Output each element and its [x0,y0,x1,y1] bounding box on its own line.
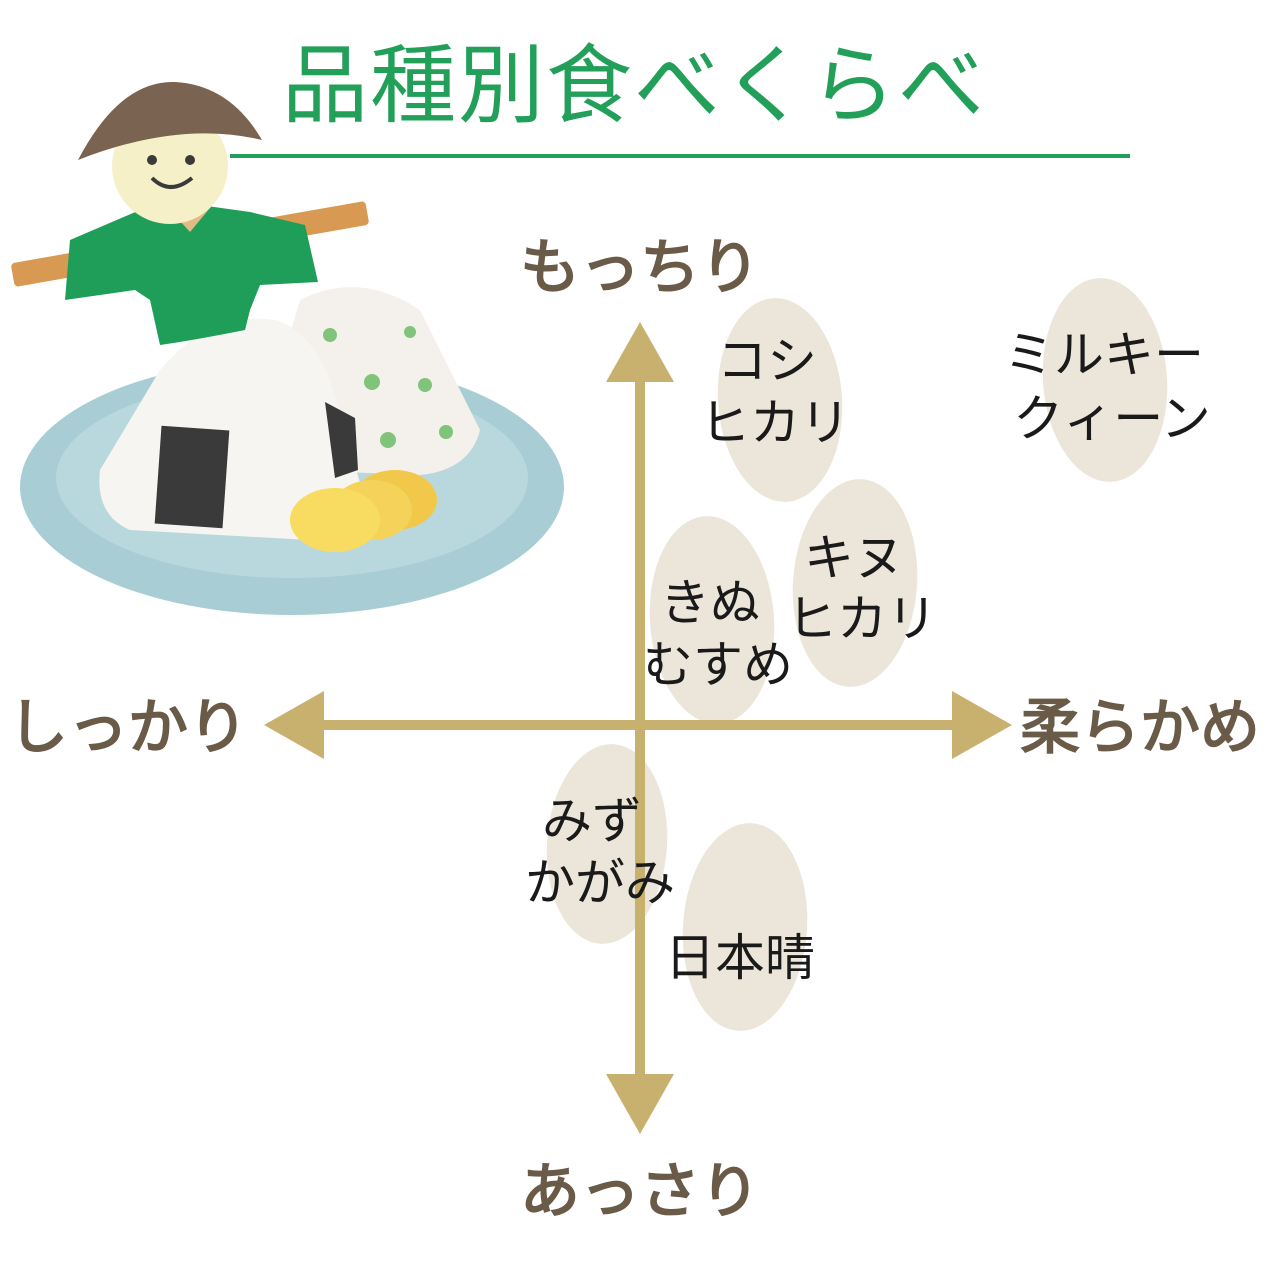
arrow-up-icon [606,322,674,382]
grain-milky-queen [1042,278,1168,482]
variety-label-koshihikari: コシ ヒカリ [700,332,850,452]
page-title: 品種別食べくらべ [282,36,986,136]
arrow-left-icon [264,691,324,759]
axis-label-right: 柔らかめ [1020,693,1260,763]
axes [264,322,1012,1134]
variety-label-kinumusume: きぬ むすめ [643,574,793,694]
axis-label-top: もっちり [520,233,760,303]
variety-label-milky-queen: ミルキー クィーン [1004,326,1220,448]
grain-nihonbare [682,823,808,1031]
axis-label-bottom: あっさり [520,1157,760,1227]
variety-label-mizukagami: みず かがみ [525,792,675,912]
variety-label-nihonbare: 日本晴 [665,929,815,987]
arrow-right-icon [952,691,1012,759]
grain-kinumusume [649,516,775,724]
onigiri-plate-icon [20,287,564,615]
rice-grains [546,278,1168,1031]
grain-kinuhikari [792,479,918,687]
axis-label-left: しっかり [8,693,248,763]
arrow-down-icon [606,1074,674,1134]
grain-koshihikari [717,298,843,502]
variety-label-kinuhikari: キヌ ヒカリ [787,529,937,648]
scarecrow-icon [11,81,369,345]
